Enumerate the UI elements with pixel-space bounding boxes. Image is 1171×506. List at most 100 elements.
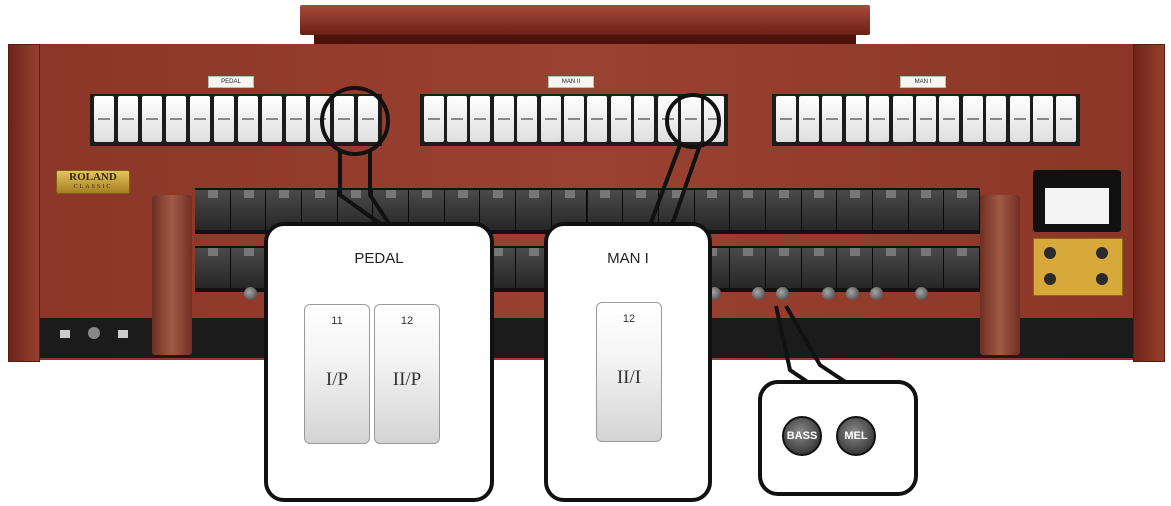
stop-tab[interactable] bbox=[634, 96, 655, 142]
key-top bbox=[243, 248, 254, 256]
stop-tab[interactable] bbox=[845, 96, 866, 142]
stop-tab[interactable] bbox=[358, 96, 378, 142]
key-top bbox=[814, 190, 825, 198]
stop-tab[interactable] bbox=[447, 96, 468, 142]
key-top bbox=[528, 248, 539, 256]
piston[interactable] bbox=[915, 287, 928, 300]
man1-stop-tabs bbox=[772, 94, 1080, 146]
stop-tab[interactable] bbox=[962, 96, 983, 142]
key[interactable] bbox=[730, 190, 766, 230]
stop-tab[interactable] bbox=[334, 96, 354, 142]
key-top bbox=[814, 248, 825, 256]
stop-tab[interactable] bbox=[869, 96, 890, 142]
stop-tab[interactable] bbox=[1009, 96, 1030, 142]
stop-tab[interactable] bbox=[286, 96, 306, 142]
usb-port[interactable] bbox=[118, 330, 128, 338]
division-label-pedal: PEDAL bbox=[208, 76, 254, 88]
stop-tab[interactable] bbox=[1032, 96, 1053, 142]
left-cheek bbox=[8, 44, 40, 362]
stop-tab[interactable] bbox=[470, 96, 491, 142]
key-top bbox=[493, 190, 504, 198]
piston-mel[interactable] bbox=[776, 287, 789, 300]
tab-number: 12 bbox=[400, 315, 414, 327]
piston[interactable] bbox=[846, 287, 859, 300]
key[interactable] bbox=[908, 248, 945, 288]
division-label-man2: MAN II bbox=[548, 76, 594, 88]
key-top bbox=[743, 190, 754, 198]
key[interactable] bbox=[765, 248, 802, 288]
stop-tab[interactable] bbox=[423, 96, 444, 142]
power-switch[interactable] bbox=[60, 330, 70, 338]
melody-button[interactable]: MEL bbox=[836, 416, 876, 456]
stop-tab[interactable] bbox=[986, 96, 1007, 142]
piston[interactable] bbox=[244, 287, 257, 300]
stop-tab[interactable] bbox=[190, 96, 210, 142]
key-top bbox=[778, 248, 789, 256]
stop-tab[interactable] bbox=[540, 96, 561, 142]
key[interactable] bbox=[480, 190, 517, 230]
stop-tab[interactable] bbox=[517, 96, 538, 142]
stop-tab[interactable] bbox=[166, 96, 186, 142]
key[interactable] bbox=[872, 248, 909, 288]
stop-tab[interactable] bbox=[1056, 96, 1077, 142]
knob[interactable] bbox=[1096, 247, 1108, 259]
stop-tab[interactable] bbox=[822, 96, 843, 142]
knob[interactable] bbox=[1044, 273, 1056, 285]
knob[interactable] bbox=[1044, 247, 1056, 259]
stop-tab[interactable] bbox=[118, 96, 138, 142]
leader-man1 bbox=[670, 144, 702, 226]
key-top bbox=[279, 190, 290, 198]
piston[interactable] bbox=[822, 287, 835, 300]
stop-tab[interactable] bbox=[610, 96, 631, 142]
coupler-tab-iii[interactable]: 12 II/I bbox=[596, 302, 662, 442]
stop-tab[interactable] bbox=[493, 96, 514, 142]
key[interactable] bbox=[801, 248, 838, 288]
stop-tab[interactable] bbox=[916, 96, 936, 142]
key[interactable] bbox=[908, 190, 945, 230]
key[interactable] bbox=[944, 248, 980, 288]
key[interactable] bbox=[837, 190, 873, 230]
piston-bass[interactable] bbox=[752, 287, 765, 300]
division-label-man1: MAN I bbox=[900, 76, 946, 88]
right-cheek bbox=[1133, 44, 1165, 362]
key-top bbox=[885, 190, 896, 198]
stop-tab[interactable] bbox=[939, 96, 960, 142]
knob[interactable] bbox=[1096, 273, 1108, 285]
stop-tab[interactable] bbox=[214, 96, 234, 142]
piston[interactable] bbox=[870, 287, 883, 300]
leader-pistons bbox=[784, 305, 852, 387]
coupler-tab-iip[interactable]: 12 II/P bbox=[374, 304, 440, 444]
stop-tab[interactable] bbox=[892, 96, 913, 142]
key-top bbox=[386, 190, 397, 198]
brand-logo: ROLAND CLASSIC bbox=[56, 170, 130, 194]
key-top bbox=[957, 248, 968, 256]
callout-man1-title: MAN I bbox=[607, 250, 649, 267]
stop-tab[interactable] bbox=[680, 96, 701, 142]
key-top bbox=[707, 190, 718, 198]
key[interactable] bbox=[801, 190, 838, 230]
key[interactable] bbox=[195, 248, 231, 288]
phones-jack[interactable] bbox=[88, 327, 100, 339]
stop-tab[interactable] bbox=[238, 96, 258, 142]
stop-tab[interactable] bbox=[262, 96, 282, 142]
stop-tab[interactable] bbox=[799, 96, 820, 142]
key[interactable] bbox=[837, 248, 873, 288]
coupler-tab-ip[interactable]: 11 I/P bbox=[304, 304, 370, 444]
key-top bbox=[493, 248, 504, 256]
stop-tab[interactable] bbox=[142, 96, 162, 142]
key[interactable] bbox=[230, 190, 267, 230]
stop-tab[interactable] bbox=[587, 96, 608, 142]
stop-tab[interactable] bbox=[564, 96, 584, 142]
key[interactable] bbox=[730, 248, 766, 288]
key[interactable] bbox=[765, 190, 802, 230]
display-screen bbox=[1045, 188, 1109, 224]
stop-tab[interactable] bbox=[775, 96, 796, 142]
stop-tab[interactable] bbox=[94, 96, 114, 142]
key[interactable] bbox=[944, 190, 980, 230]
key[interactable] bbox=[872, 190, 909, 230]
key[interactable] bbox=[516, 190, 552, 230]
leader-man1 bbox=[648, 144, 682, 226]
bass-button[interactable]: BASS bbox=[782, 416, 822, 456]
key[interactable] bbox=[195, 190, 231, 230]
